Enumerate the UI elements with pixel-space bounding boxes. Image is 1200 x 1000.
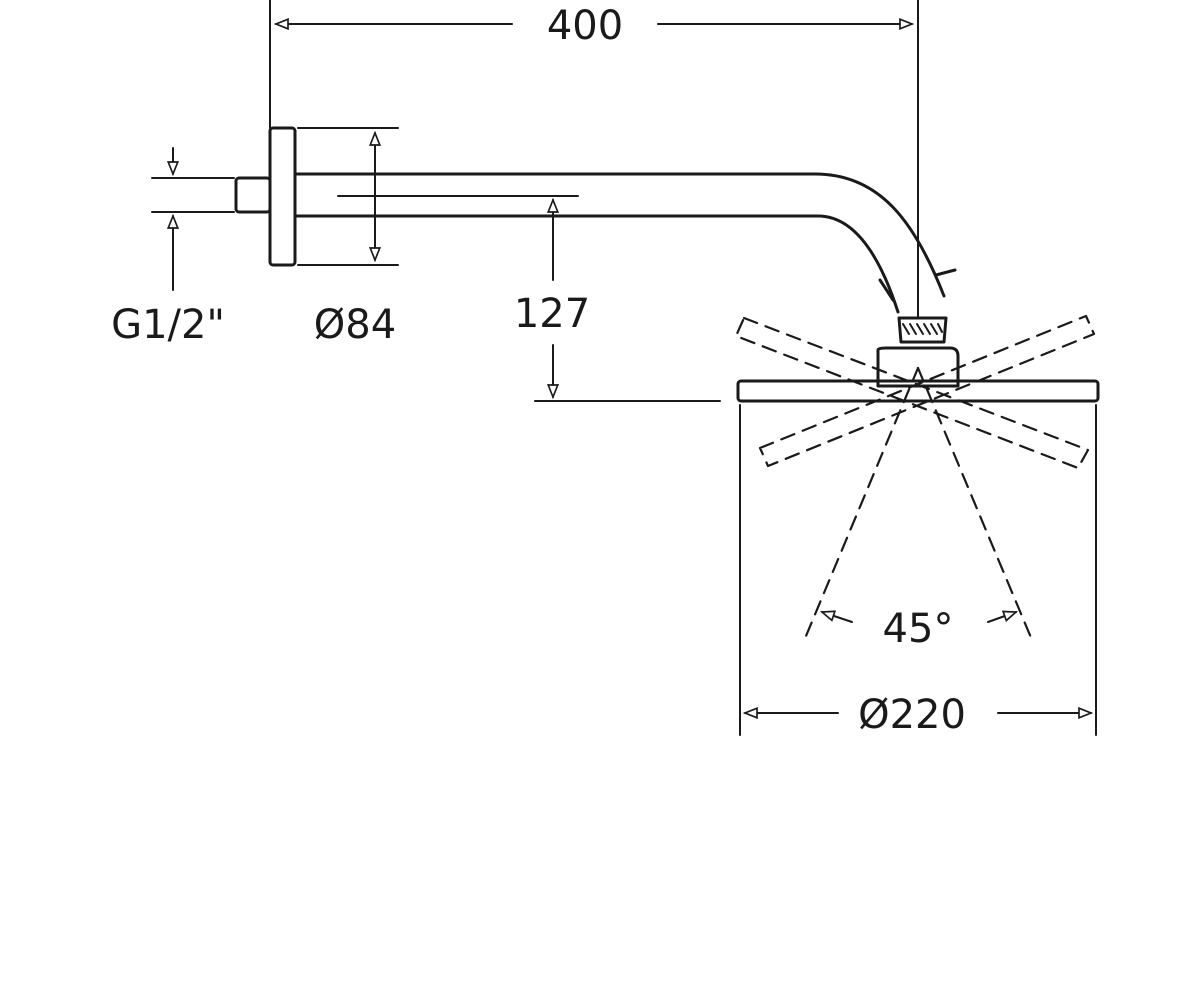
dimension-label-swivel-angle: 45°	[883, 606, 954, 652]
dim-line-45-left	[822, 612, 853, 623]
shower-arm-end-stub	[934, 268, 957, 277]
flange-plate	[268, 126, 297, 267]
ball-joint-knurl	[902, 323, 943, 335]
dimension-label-head-diameter: Ø220	[858, 692, 966, 738]
dim-line-45-right	[987, 612, 1016, 623]
tilted-head-outline-a	[734, 316, 1090, 470]
dimension-labels: 400 G1/2" Ø84 127 45° Ø220	[111, 3, 966, 738]
extension-lines	[151, 0, 1097, 736]
wall-flange	[234, 126, 297, 267]
thread-nipple	[234, 176, 272, 214]
shower-head-plate	[736, 379, 1100, 403]
shower-arm-end-stub-left	[878, 278, 895, 302]
tilt-positions	[734, 314, 1096, 642]
dimension-lines	[173, 24, 1091, 713]
angle-ray-left	[804, 366, 920, 638]
shower-arm	[293, 172, 957, 314]
shower-arm-upper-edge	[293, 172, 946, 298]
ball-joint	[897, 316, 948, 344]
dimension-label-thread: G1/2"	[111, 302, 225, 348]
dimension-label-flange-diameter: Ø84	[314, 302, 396, 348]
dimension-label-drop-height: 127	[514, 291, 590, 337]
swivel-joint	[876, 316, 960, 388]
shower-arm-lower-edge	[293, 214, 900, 314]
dimension-label-arm-length: 400	[547, 3, 623, 49]
shower-head	[736, 379, 1100, 403]
tilted-head-outline-b	[758, 314, 1096, 468]
head-hub	[876, 346, 960, 388]
angle-ray-right	[916, 366, 1034, 642]
